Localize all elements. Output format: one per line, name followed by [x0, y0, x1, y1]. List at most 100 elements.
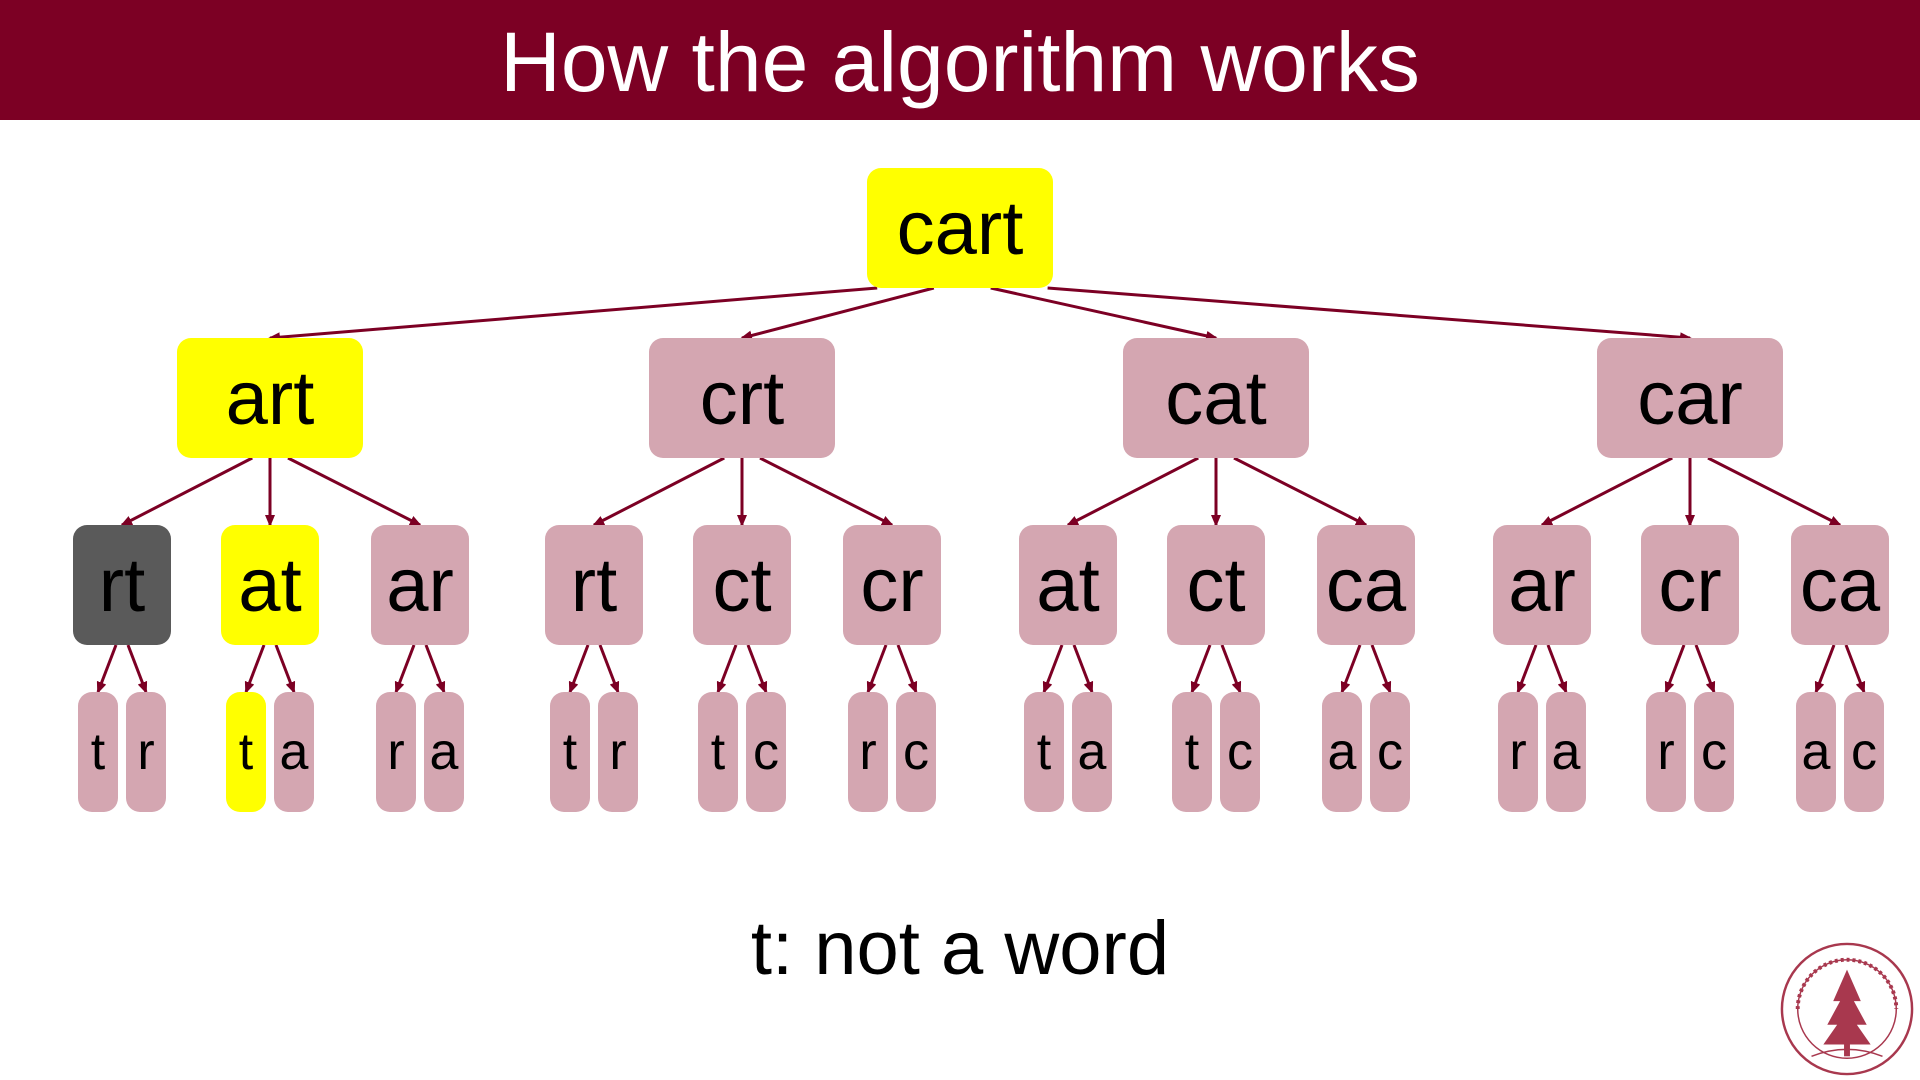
node-label: r — [859, 723, 877, 781]
node-label: ar — [1508, 542, 1576, 628]
node-label: a — [1077, 723, 1107, 781]
tree-node-leaf: c — [896, 692, 936, 812]
slide-title: How the algorithm works — [500, 15, 1420, 109]
tree-edge — [424, 644, 446, 694]
node-label: t — [710, 723, 726, 781]
tree-node-level2: cr — [843, 525, 941, 645]
node-label: ct — [1186, 542, 1246, 628]
tree-node-level2: ct — [693, 525, 791, 645]
tree-node-leaf: t — [1172, 692, 1212, 812]
node-label: t — [1184, 723, 1200, 781]
node-label: ar — [386, 542, 454, 628]
tree-node-leaf: c — [1370, 692, 1410, 812]
tree-node-leaf: r — [126, 692, 166, 812]
node-label: ct — [712, 542, 772, 628]
tree-node-level2: ca — [1317, 525, 1415, 645]
tree-node-level1: crt — [649, 338, 835, 458]
tree-node-level1: cat — [1123, 338, 1309, 458]
node-label: t — [1036, 723, 1052, 781]
tree-edge — [1220, 644, 1242, 694]
tree-node-level2: ar — [371, 525, 469, 645]
tree-edge — [1072, 644, 1094, 694]
tree-edge — [1370, 644, 1392, 694]
tree-edge — [394, 644, 416, 694]
node-label: t — [90, 723, 106, 781]
tree-edge — [1516, 644, 1538, 694]
tree-edge — [1664, 644, 1686, 694]
tree-node-level2: cr — [1641, 525, 1739, 645]
node-label: c — [1227, 723, 1253, 781]
tree-edge — [896, 644, 918, 694]
node-label: r — [1509, 723, 1527, 781]
tree-node-leaf: r — [848, 692, 888, 812]
tree-node-leaf: r — [1646, 692, 1686, 812]
node-label: c — [1851, 723, 1877, 781]
tree-node-leaf: c — [1220, 692, 1260, 812]
tree-node-level1: car — [1597, 338, 1783, 458]
tree-node-leaf: c — [1694, 692, 1734, 812]
tree-edge — [120, 456, 253, 527]
node-label: c — [1377, 723, 1403, 781]
node-label: a — [1801, 723, 1831, 781]
node-label: a — [429, 723, 459, 781]
node-label: r — [1657, 723, 1675, 781]
tree-edge — [866, 644, 888, 694]
tree-edge — [1844, 644, 1866, 694]
tree-edge — [598, 644, 620, 694]
tree-node-level2: at — [1019, 525, 1117, 645]
node-label: a — [1551, 723, 1581, 781]
tree-edge — [268, 286, 878, 343]
tree-node-level2: at — [221, 525, 319, 645]
node-label: cr — [1658, 542, 1722, 628]
stanford-seal-icon — [1780, 942, 1914, 1076]
tree-edge — [740, 286, 935, 341]
tree-node-level2: ct — [1167, 525, 1265, 645]
node-label: art — [225, 355, 315, 441]
tree-edge — [126, 644, 148, 694]
node-label: at — [238, 542, 302, 628]
node-label: rt — [570, 542, 618, 628]
node-label: rt — [98, 542, 146, 628]
tree-edge — [96, 644, 118, 694]
tree-edge — [990, 286, 1218, 341]
tree-node-leaf: r — [598, 692, 638, 812]
tree-node-leaf: r — [376, 692, 416, 812]
tree-node-level2: rt — [73, 525, 171, 645]
tree-node-leaf: a — [424, 692, 464, 812]
tree-node-leaf: r — [1498, 692, 1538, 812]
node-label: a — [1327, 723, 1357, 781]
tree-node-root: cart — [867, 168, 1053, 288]
node-label: t — [238, 723, 254, 781]
tree-edge — [1340, 644, 1362, 694]
node-label: at — [1036, 542, 1100, 628]
tree-edge — [1233, 456, 1368, 527]
title-bar — [0, 0, 1920, 120]
tree-edge — [746, 644, 768, 694]
node-label: ca — [1325, 542, 1407, 628]
tree-edge — [1047, 286, 1692, 343]
tree-edge — [274, 644, 296, 694]
tree-edge — [1694, 644, 1716, 694]
tree-edge — [592, 456, 725, 527]
tree-edge — [1066, 456, 1199, 527]
tree-edge — [1814, 644, 1836, 694]
node-label: c — [753, 723, 779, 781]
tree-node-leaf: a — [274, 692, 314, 812]
tree-edge — [759, 456, 894, 527]
tree-node-leaf: t — [550, 692, 590, 812]
node-label: cr — [860, 542, 924, 628]
tree-node-leaf: t — [1024, 692, 1064, 812]
tree-node-leaf: a — [1546, 692, 1586, 812]
tree-node-level2: rt — [545, 525, 643, 645]
caption: t: not a word — [750, 906, 1170, 991]
tree-node-leaf: c — [1844, 692, 1884, 812]
tree-edge — [1540, 456, 1673, 527]
tree-edge — [716, 644, 738, 694]
tree-node-leaf: a — [1796, 692, 1836, 812]
tree-node-level2: ar — [1493, 525, 1591, 645]
tree-edge — [1042, 644, 1064, 694]
tree-edge — [287, 456, 422, 527]
tree-edge — [1190, 644, 1212, 694]
tree-node-level1: art — [177, 338, 363, 458]
